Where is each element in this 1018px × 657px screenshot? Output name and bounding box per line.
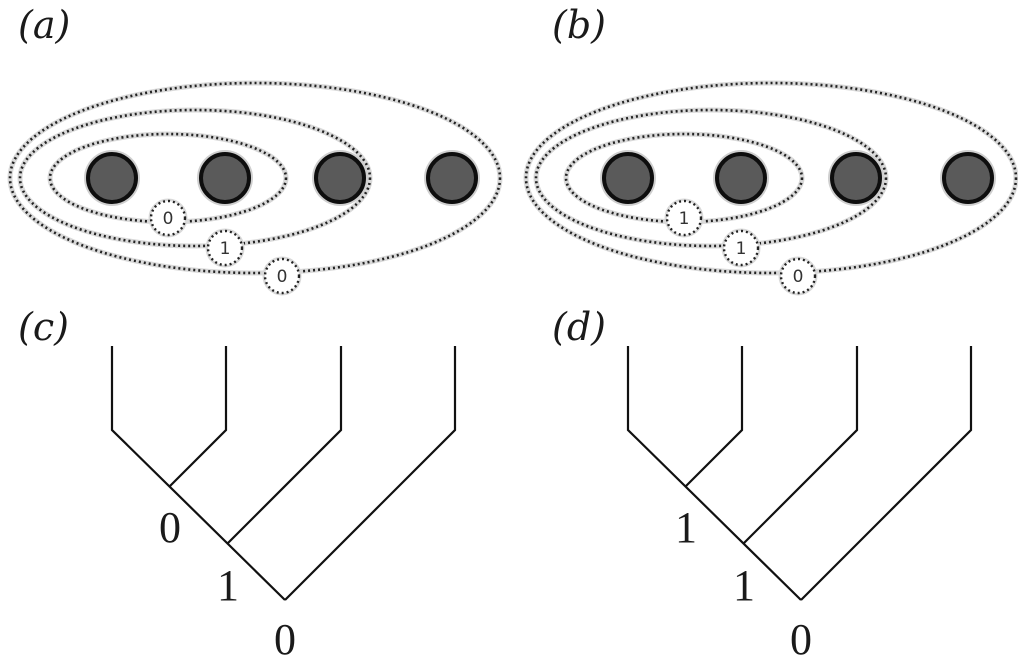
panel-label-a: (a)	[18, 3, 70, 47]
anyon-b-2	[715, 152, 767, 204]
tree-d-branch-2	[685, 346, 744, 487]
anyon-a-3	[314, 152, 366, 204]
tree-c-branch-1	[110, 346, 286, 601]
panel-a-fusion-nodes: 0 1 0	[148, 198, 302, 296]
anyon-a-4	[426, 152, 478, 204]
panel-a-node-3-label: 0	[277, 267, 288, 287]
anyon-b-3	[830, 152, 882, 204]
panel-b-node-2-label: 1	[736, 239, 747, 259]
panel-b-node-1-label: 1	[679, 209, 690, 229]
panel-a-loops	[7, 80, 503, 276]
tree-c-branch-2	[169, 346, 228, 487]
panel-a-node-1-label: 0	[163, 209, 174, 229]
tree-d-branch-4	[800, 346, 973, 601]
panel-a-loop-inner	[48, 132, 288, 224]
panel-b-loop-middle	[534, 108, 888, 248]
panel-c-tree: 0 1 0	[110, 346, 457, 657]
tree-d-vertex-2-label: 1	[733, 561, 755, 610]
tree-d-branch-1	[626, 346, 802, 601]
panel-a-loop-middle	[18, 108, 372, 248]
panel-label-b: (b)	[552, 3, 606, 47]
tree-d-vertex-1-label: 1	[675, 503, 697, 552]
tree-c-vertex-2-label: 1	[217, 561, 239, 610]
anyon-b-4	[942, 152, 994, 204]
panel-b-diagram: 1 1 0	[523, 80, 1018, 296]
tree-c-vertex-1-label: 0	[159, 503, 181, 552]
anyon-a-2	[199, 152, 251, 204]
panel-a-anyons	[84, 150, 480, 206]
panel-b-loop-outer	[524, 81, 1018, 275]
panel-a-loop-outer	[8, 81, 502, 275]
tree-c-branch-3	[227, 346, 343, 544]
panel-b-node-3-label: 0	[793, 267, 804, 287]
panel-d-tree: 1 1 0	[626, 346, 973, 657]
tree-d-root-label: 0	[790, 615, 812, 657]
panel-a-diagram: 0 1 0	[7, 80, 503, 296]
panel-b-anyons	[600, 150, 996, 206]
panel-b-fusion-nodes: 1 1 0	[664, 198, 818, 296]
anyon-b-1	[602, 152, 654, 204]
panel-b-loop-inner	[564, 132, 804, 224]
tree-c-branch-4	[284, 346, 457, 601]
panel-label-c: (c)	[18, 305, 69, 349]
panel-a-node-2-label: 1	[220, 239, 231, 259]
panel-label-d: (d)	[552, 305, 606, 349]
tree-c-root-label: 0	[274, 615, 296, 657]
tree-d-branch-3	[743, 346, 859, 544]
anyon-a-1	[86, 152, 138, 204]
